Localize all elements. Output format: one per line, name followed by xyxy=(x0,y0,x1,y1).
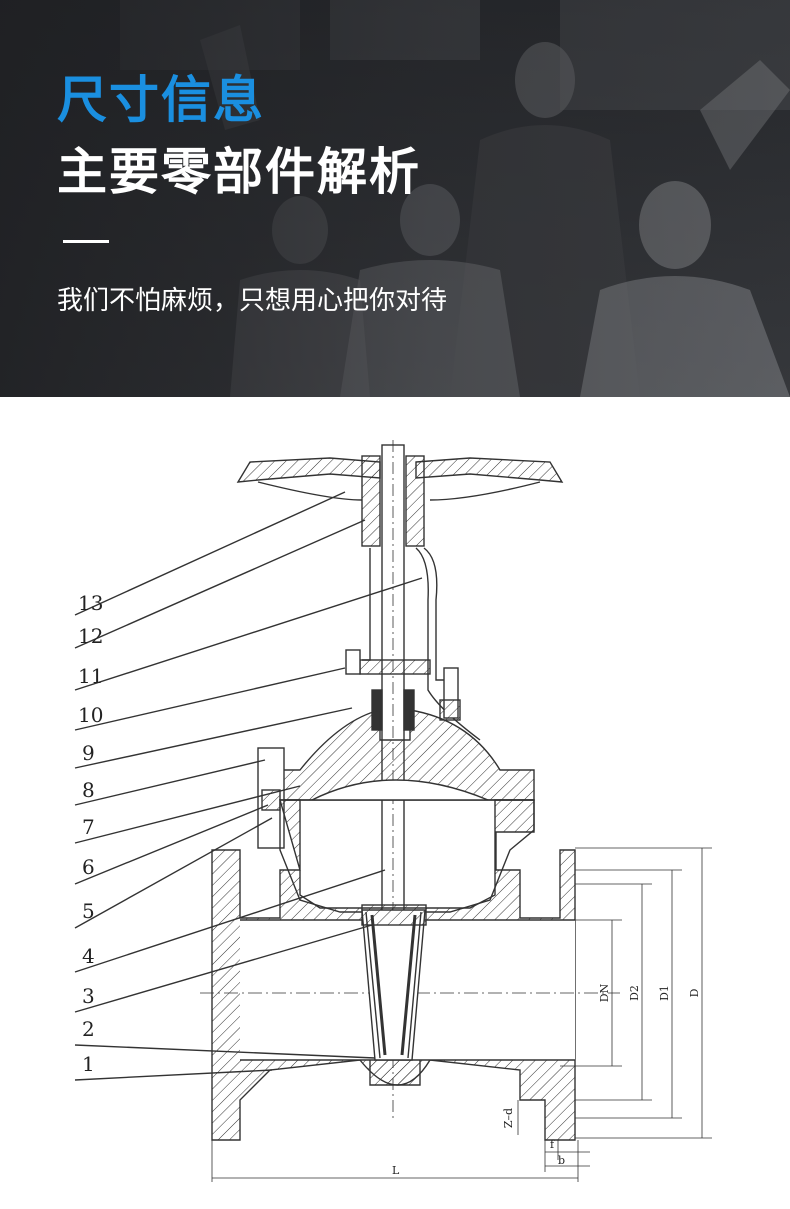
banner-photo-backdrop xyxy=(0,0,790,397)
part-label: 11 xyxy=(78,664,103,688)
part-label: 3 xyxy=(82,984,95,1008)
dim-l-label: L xyxy=(392,1164,400,1177)
part-label: 8 xyxy=(82,778,95,802)
part-label: 13 xyxy=(78,591,103,615)
part-label-list: 13 12 11 10 9 8 7 6 5 4 3 2 1 xyxy=(78,591,103,1076)
valve-cross-section: 13 12 11 10 9 8 7 6 5 4 3 2 1 DN D2 D1 D… xyxy=(74,440,712,1182)
part-label: 5 xyxy=(82,899,95,923)
gate-valve-drawing: 13 12 11 10 9 8 7 6 5 4 3 2 1 DN D2 D1 D… xyxy=(0,397,790,1205)
gland-flange xyxy=(359,659,431,675)
part-label: 6 xyxy=(82,855,95,879)
part-label: 9 xyxy=(82,741,95,765)
dim-d2-label: D2 xyxy=(628,985,641,1001)
part-label: 1 xyxy=(82,1052,95,1076)
handwheel-left xyxy=(236,457,381,483)
section-title: 尺寸信息 xyxy=(57,71,265,129)
dim-dn-label: DN xyxy=(598,983,611,1002)
header-banner: 尺寸信息 主要零部件解析 我们不怕麻烦，只想用心把你对待 xyxy=(0,0,790,397)
part-label: 10 xyxy=(78,703,103,727)
part-label: 12 xyxy=(78,624,103,648)
dim-d1-label: D1 xyxy=(658,985,671,1001)
dim-f-label: f xyxy=(550,1138,555,1151)
slogan-text: 我们不怕麻烦，只想用心把你对待 xyxy=(57,286,448,316)
part-label: 7 xyxy=(82,815,95,839)
dim-b-label: b xyxy=(558,1154,565,1167)
bonnet xyxy=(279,709,535,801)
section-subtitle: 主要零部件解析 xyxy=(57,143,421,201)
dim-zd-label: Z–d xyxy=(502,1108,515,1128)
part-label: 4 xyxy=(82,944,95,968)
part-label: 2 xyxy=(82,1017,95,1041)
dim-d-label: D xyxy=(688,988,701,997)
handwheel-right xyxy=(415,457,564,483)
title-divider xyxy=(63,240,109,243)
